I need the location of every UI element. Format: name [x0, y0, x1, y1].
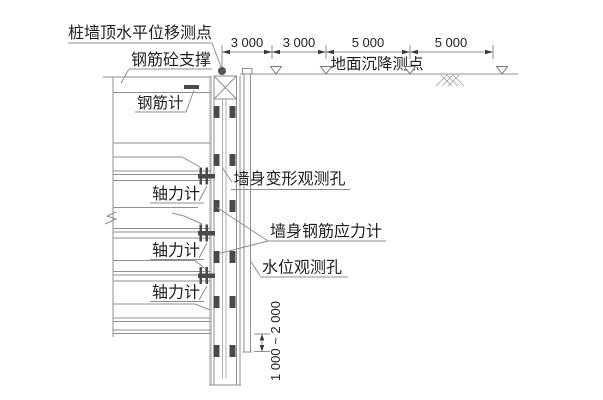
label-rc-support-group: 钢筋砼支撑 [120, 51, 212, 84]
label-pile-top-displacement-group: 桩墙顶水平位移测点 [68, 24, 222, 68]
label-rebar-gauge-group: 钢筋计 [135, 89, 195, 113]
axial-force-gauge-symbol [198, 224, 215, 242]
ground-settlement-label: 地面沉降测点 [330, 55, 423, 73]
label-axial-gauge-2: 轴力计 [150, 242, 208, 260]
axial-force-gauge-symbol [198, 167, 215, 185]
label-wall-rebar-stress-gauge: 墙身钢筋应力计 [216, 207, 386, 254]
pile-top-displacement-label: 桩墙顶水平位移测点 [68, 24, 212, 42]
label-axial-gauge-3: 轴力计 [150, 284, 208, 302]
rebar-gauge-label: 钢筋计 [137, 94, 184, 112]
wall-deformation-label: 墙身变形观测孔 [234, 170, 346, 188]
break-symbol [104, 211, 118, 225]
label-wall-deformation-hole: 墙身变形观测孔 [222, 167, 350, 190]
water-level-label: 水位观测孔 [262, 259, 342, 277]
rc-support-label: 钢筋砼支撑 [131, 51, 211, 69]
rebar-gauge-bar [184, 85, 199, 89]
water-observation-pipe [242, 68, 253, 353]
axial-gauge-label: 轴力计 [152, 185, 200, 203]
wall-cap-brace [213, 75, 237, 100]
pipe-depth-dimension: 1 000 ~ 2 000 [254, 301, 283, 381]
dim-3000-b: 3 000 [283, 35, 316, 50]
soil-hatch-icon [435, 74, 465, 87]
settlement-marker-icon [403, 66, 417, 75]
label-axial-gauge-1: 轴力计 [150, 185, 208, 204]
diaphragm-wall [209, 67, 241, 386]
wall-stress-gauges [213, 106, 236, 357]
label-water-level-hole: 水位观测孔 [250, 259, 348, 278]
pipe-depth-text: 1 000 ~ 2 000 [268, 301, 283, 381]
axial-force-gauge-symbol [198, 267, 215, 284]
dim-5000-a: 5 000 [352, 35, 385, 50]
settlement-marker-icon [319, 66, 333, 75]
dim-3000-a: 3 000 [231, 35, 264, 50]
settlement-marker-icon [269, 66, 283, 75]
dim-5000-b: 5 000 [435, 35, 468, 50]
axial-gauge-label: 轴力计 [152, 242, 200, 260]
wall-rebar-stress-label: 墙身钢筋应力计 [270, 222, 382, 241]
top-dimension-string: 3 000 3 000 5 000 5 000 [221, 35, 494, 67]
displacement-point-dot [218, 67, 226, 75]
pit-structure [103, 76, 215, 337]
settlement-marker-icon [495, 66, 509, 75]
inclinometer-tube [222, 99, 227, 378]
ground-surface: 地面沉降测点 [240, 55, 518, 87]
axial-gauge-label: 轴力计 [152, 284, 200, 302]
